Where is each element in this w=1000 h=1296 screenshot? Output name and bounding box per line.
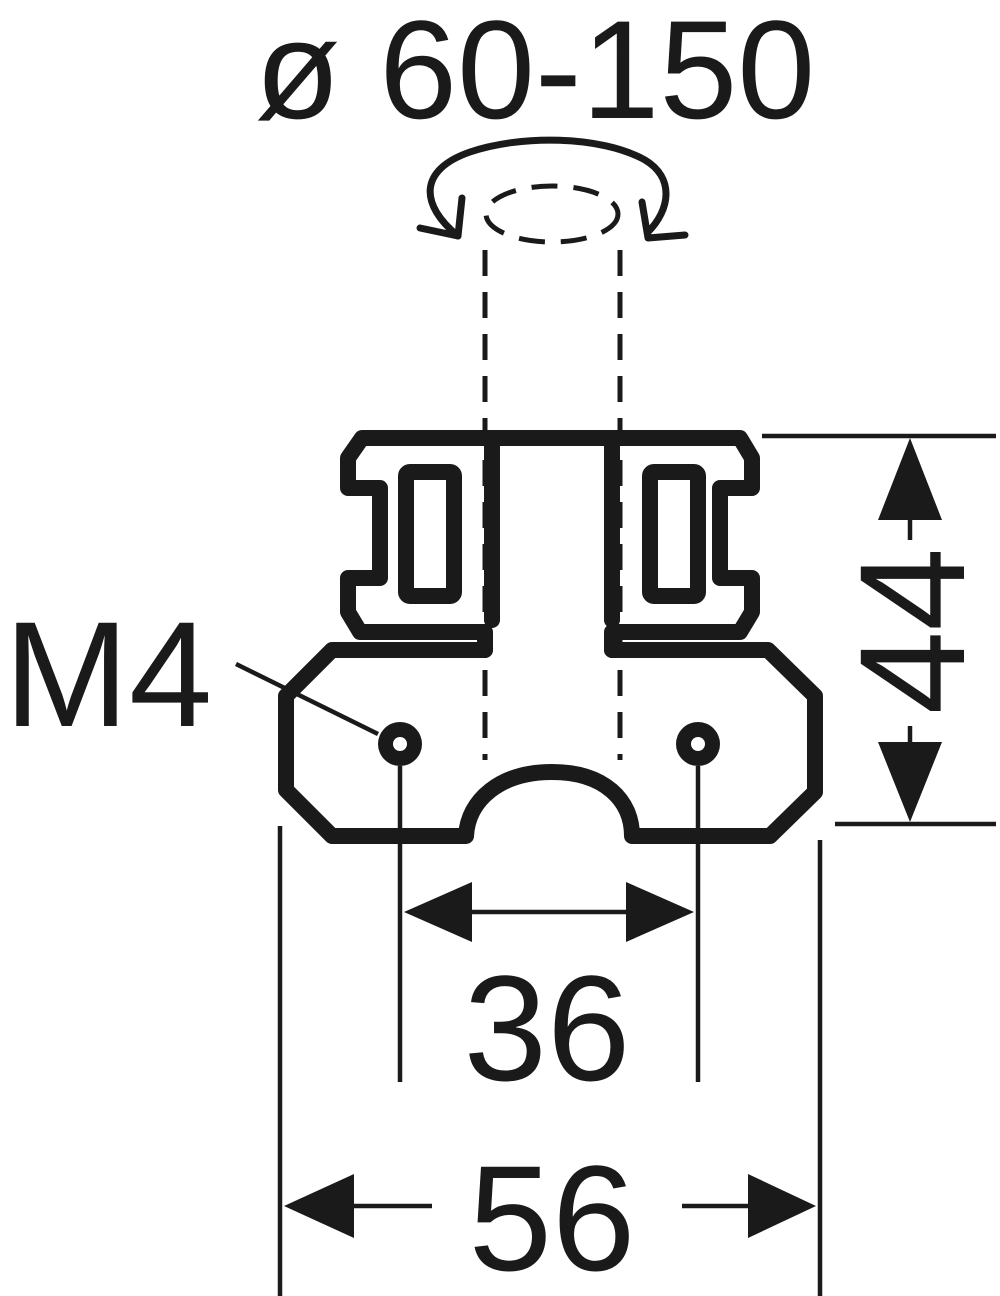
height-label: 44 bbox=[828, 548, 996, 715]
overall-width-label: 56 bbox=[469, 1134, 636, 1296]
clamp-upper-housing bbox=[340, 430, 760, 658]
hole-spacing-dimension bbox=[397, 766, 701, 1082]
clamp-base-plate bbox=[278, 642, 823, 844]
mounting-hole-left-icon bbox=[378, 722, 422, 766]
thread-leader-line bbox=[235, 661, 379, 737]
mounting-hole-right-icon bbox=[676, 722, 720, 766]
thread-label: M4 bbox=[4, 590, 212, 758]
pipe-diameter-label: ø 60-150 bbox=[255, 0, 815, 148]
hole-spacing-label: 36 bbox=[464, 944, 631, 1112]
rotation-arrow-icon bbox=[416, 136, 689, 245]
overall-width-dimension bbox=[277, 826, 823, 1296]
height-dimension bbox=[762, 433, 996, 827]
